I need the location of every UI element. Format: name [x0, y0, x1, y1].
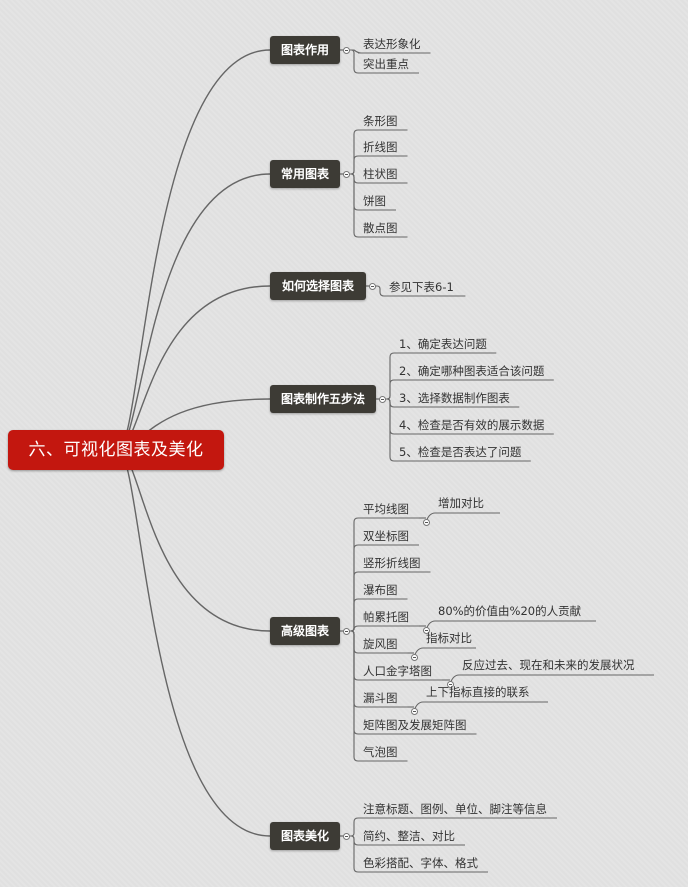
leaf-link-1-3	[346, 173, 359, 211]
root-topic[interactable]: 六、可视化图表及美化	[8, 430, 224, 470]
subitem-4[interactable]: 80%的价值由%20的人贡献	[438, 604, 582, 618]
branch-5[interactable]: 图表美化	[270, 822, 340, 850]
root-link-0	[117, 49, 271, 451]
leaf-link-4-0	[346, 517, 359, 632]
subitem-7[interactable]: 上下指标直接的联系	[426, 685, 530, 699]
leaf-link-4-9	[346, 630, 359, 762]
leaf-link-2-0	[372, 285, 385, 297]
leaf-1-3[interactable]: 饼图	[363, 194, 386, 208]
branch-1[interactable]: 常用图表	[270, 160, 340, 188]
leaf-4-2[interactable]: 竖形折线图	[363, 556, 421, 570]
sub-collapse-toggle-6[interactable]	[446, 680, 454, 688]
branch-collapse-toggle-3[interactable]	[378, 395, 386, 403]
leaf-1-0[interactable]: 条形图	[363, 114, 398, 128]
leaf-3-2[interactable]: 3、选择数据制作图表	[399, 391, 510, 405]
leaf-4-3[interactable]: 瀑布图	[363, 583, 398, 597]
branch-collapse-toggle-1[interactable]	[342, 170, 350, 178]
sub-collapse-toggle-5[interactable]	[410, 653, 418, 661]
leaf-4-7[interactable]: 漏斗图	[363, 691, 398, 705]
branch-collapse-toggle-5[interactable]	[342, 832, 350, 840]
leaf-link-3-3	[382, 398, 395, 435]
sub-collapse-toggle-0[interactable]	[422, 518, 430, 526]
branch-collapse-toggle-4[interactable]	[342, 627, 350, 635]
root-link-5	[117, 449, 271, 837]
root-link-4	[117, 449, 271, 632]
leaf-5-1[interactable]: 简约、整洁、对比	[363, 829, 455, 843]
leaf-4-5[interactable]: 旋风图	[363, 637, 398, 651]
sub-link-6	[449, 674, 654, 685]
leaf-3-3[interactable]: 4、检查是否有效的展示数据	[399, 418, 545, 432]
leaf-3-0[interactable]: 1、确定表达问题	[399, 337, 487, 351]
leaf-link-1-0	[346, 129, 359, 175]
sub-collapse-toggle-4[interactable]	[422, 626, 430, 634]
root-link-2	[117, 285, 271, 451]
leaf-1-4[interactable]: 散点图	[363, 221, 398, 235]
leaf-0-1[interactable]: 突出重点	[363, 57, 409, 71]
leaf-link-3-4	[382, 398, 395, 462]
branch-0[interactable]: 图表作用	[270, 36, 340, 64]
sub-link-7	[413, 701, 548, 712]
branch-2[interactable]: 如何选择图表	[270, 272, 366, 300]
branch-collapse-toggle-0[interactable]	[342, 46, 350, 54]
leaf-link-4-7	[346, 630, 359, 708]
leaf-link-4-1	[346, 544, 359, 632]
leaf-4-4[interactable]: 帕累托图	[363, 610, 409, 624]
leaf-4-6[interactable]: 人口金字塔图	[363, 664, 432, 678]
sub-link-0	[425, 512, 500, 523]
subitem-6[interactable]: 反应过去、现在和未来的发展状况	[462, 658, 635, 672]
sub-link-4	[425, 620, 596, 631]
leaf-3-4[interactable]: 5、检查是否表达了问题	[399, 445, 522, 459]
leaf-link-4-6	[346, 630, 359, 681]
leaf-link-1-4	[346, 173, 359, 238]
leaf-link-0-1	[346, 49, 359, 74]
subitem-0[interactable]: 增加对比	[438, 496, 484, 510]
branch-3[interactable]: 图表制作五步法	[270, 385, 376, 413]
branch-4[interactable]: 高级图表	[270, 617, 340, 645]
leaf-4-0[interactable]: 平均线图	[363, 502, 409, 516]
leaf-4-9[interactable]: 气泡图	[363, 745, 398, 759]
leaf-4-1[interactable]: 双坐标图	[363, 529, 409, 543]
leaf-5-0[interactable]: 注意标题、图例、单位、脚注等信息	[363, 802, 547, 816]
leaf-4-8[interactable]: 矩阵图及发展矩阵图	[363, 718, 467, 732]
sub-link-5	[413, 647, 476, 658]
leaf-2-0[interactable]: 参见下表6-1	[389, 280, 454, 294]
leaf-link-4-8	[346, 630, 359, 735]
leaf-link-4-2	[346, 571, 359, 632]
branch-collapse-toggle-2[interactable]	[368, 282, 376, 290]
leaf-3-1[interactable]: 2、确定哪种图表适合该问题	[399, 364, 545, 378]
leaf-1-2[interactable]: 柱状图	[363, 167, 398, 181]
leaf-link-3-0	[382, 352, 395, 400]
subitem-5[interactable]: 指标对比	[426, 631, 472, 645]
leaf-0-0[interactable]: 表达形象化	[363, 37, 421, 51]
sub-collapse-toggle-7[interactable]	[410, 707, 418, 715]
leaf-5-2[interactable]: 色彩搭配、字体、格式	[363, 856, 478, 870]
leaf-link-5-2	[346, 835, 359, 873]
leaf-1-1[interactable]: 折线图	[363, 140, 398, 154]
